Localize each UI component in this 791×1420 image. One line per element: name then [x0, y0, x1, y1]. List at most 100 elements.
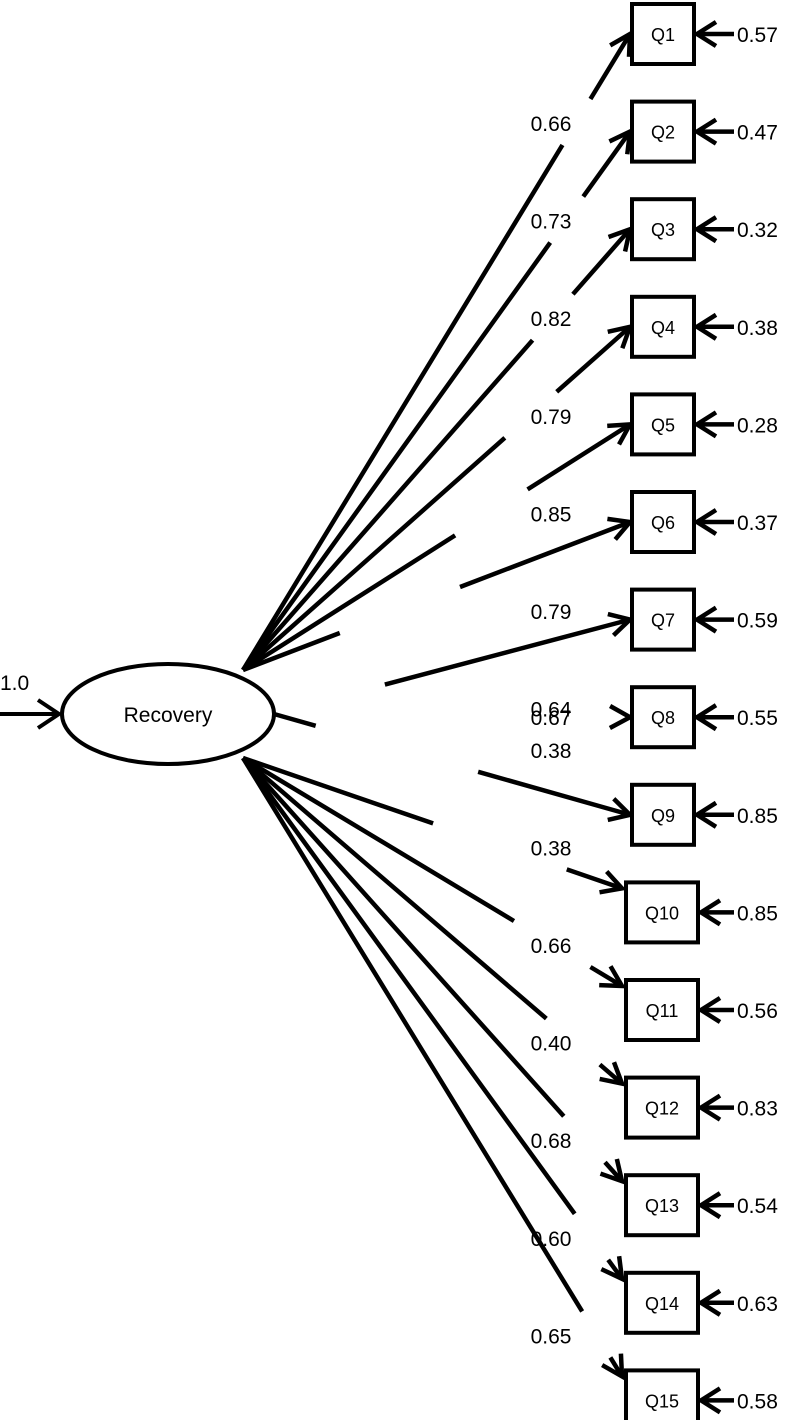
loading-label-q3: 0.82 — [531, 308, 572, 331]
error-arrowhead-q4 — [692, 312, 718, 341]
item-label-q9: Q9 — [651, 806, 675, 826]
error-arrowhead-q3 — [692, 215, 718, 244]
error-label-q15: 0.58 — [737, 1390, 778, 1413]
loading-path-q12-seg2 — [598, 1062, 622, 1085]
error-label-q8: 0.55 — [737, 707, 778, 730]
latent-factor: Recovery — [60, 662, 276, 766]
item-box-q2 — [630, 99, 696, 164]
loading-path-q12-seg1 — [241, 756, 548, 1021]
error-arrowhead-q10 — [696, 898, 722, 927]
loading-path-q13-seg1 — [241, 756, 566, 1118]
item-box-q5 — [630, 392, 696, 457]
item-label-q15: Q15 — [645, 1391, 679, 1411]
loading-arrowhead-q10 — [599, 869, 627, 895]
item-label-q4: Q4 — [651, 318, 675, 338]
error-arrowhead-q7 — [692, 605, 718, 634]
variance-label: 1.0 — [0, 672, 29, 695]
loading-path-q2-seg1 — [241, 241, 553, 672]
loading-path-q1-seg1 — [241, 143, 565, 672]
item-box-q1 — [630, 2, 696, 66]
loading-path-q1-seg2 — [588, 34, 631, 101]
loading-path-q4-seg2 — [555, 326, 630, 394]
error-arrowhead-q14 — [696, 1288, 722, 1317]
error-arrowhead-q5 — [692, 410, 718, 439]
latent-label: Recovery — [124, 704, 213, 727]
loading-path-q5-seg1 — [241, 533, 457, 672]
loading-label-q6: 0.79 — [531, 601, 572, 624]
error-arrowhead-q9 — [692, 800, 718, 829]
loading-label-q4: 0.79 — [531, 406, 572, 429]
loading-arrowhead-q13 — [599, 1158, 626, 1185]
item-label-q14: Q14 — [645, 1294, 679, 1314]
loading-arrowhead-q11 — [599, 965, 627, 989]
error-label-q10: 0.85 — [737, 902, 778, 925]
loading-label-q14: 0.60 — [531, 1228, 572, 1251]
loading-path-q3-seg1 — [241, 338, 535, 672]
error-label-q1: 0.57 — [737, 24, 778, 47]
error-arrowhead-q2 — [692, 117, 718, 146]
loading-path-q15-seg2 — [608, 1356, 623, 1376]
error-arrowhead-q13 — [696, 1191, 722, 1220]
item-label-q13: Q13 — [645, 1196, 679, 1216]
error-arrowhead-q1 — [692, 20, 718, 48]
loading-path-q3-seg2 — [571, 229, 631, 296]
error-label-q4: 0.38 — [737, 317, 778, 340]
item-label-q11: Q11 — [646, 1001, 679, 1021]
loading-path-q14-seg1 — [241, 756, 577, 1216]
item-box-q11 — [624, 978, 700, 1042]
error-label-q12: 0.83 — [737, 1098, 778, 1121]
loading-label-q9: 0.38 — [531, 740, 572, 763]
loading-label-q8: 0.67 — [531, 707, 572, 730]
loading-label-q15: 0.65 — [531, 1325, 572, 1348]
loading-path-q7-seg2 — [384, 617, 629, 687]
error-arrowhead-q8 — [692, 703, 718, 732]
item-label-q8: Q8 — [651, 708, 675, 728]
error-arrows: 0.570.470.320.380.280.370.590.550.850.85… — [692, 20, 778, 1415]
error-label-q2: 0.47 — [737, 122, 778, 145]
loading-path-q4-seg1 — [241, 436, 507, 672]
item-box-q10 — [624, 880, 700, 945]
loading-label-q1: 0.66 — [531, 113, 572, 136]
loading-path-q13-seg2 — [603, 1160, 623, 1182]
loading-path-q6-seg1 — [242, 630, 341, 673]
loading-arrowhead-q12 — [599, 1061, 626, 1087]
loading-label-q5: 0.85 — [531, 503, 572, 526]
loading-path-q11-seg2 — [589, 965, 622, 987]
error-label-q7: 0.59 — [737, 610, 778, 633]
loading-path-q10-seg2 — [566, 867, 621, 890]
loading-label-q2: 0.73 — [531, 211, 572, 234]
loading-arrowhead-q15 — [601, 1353, 625, 1381]
loading-path-q2-seg2 — [581, 131, 631, 198]
error-label-q11: 0.56 — [737, 1000, 778, 1023]
error-arrowhead-q15 — [696, 1386, 722, 1415]
item-box-q15 — [624, 1368, 700, 1420]
error-label-q6: 0.37 — [737, 512, 778, 535]
item-label-q2: Q2 — [651, 123, 675, 143]
loading-label-q10: 0.38 — [531, 837, 572, 860]
item-box-q9 — [630, 782, 696, 847]
loading-path-q9-seg1 — [273, 711, 317, 728]
item-label-q1: Q1 — [651, 25, 675, 45]
loading-label-q12: 0.40 — [531, 1033, 572, 1056]
loading-arrowhead-q8 — [608, 704, 635, 731]
item-label-q7: Q7 — [651, 611, 675, 631]
item-label-q5: Q5 — [651, 415, 675, 435]
item-label-q10: Q10 — [645, 903, 679, 923]
loading-path-q9-seg2 — [477, 769, 629, 817]
loading-path-q10-seg1 — [242, 755, 434, 826]
loading-label-q13: 0.68 — [531, 1130, 572, 1153]
item-label-q6: Q6 — [651, 513, 675, 533]
item-label-q12: Q12 — [645, 1099, 679, 1119]
variance-arrow-head — [36, 698, 63, 730]
error-label-q5: 0.28 — [737, 414, 778, 437]
loading-arrowhead-q14 — [600, 1255, 625, 1283]
error-label-q14: 0.63 — [737, 1293, 778, 1316]
error-label-q3: 0.32 — [737, 219, 778, 242]
loading-path-q11-seg1 — [241, 756, 516, 923]
error-arrowhead-q11 — [696, 996, 722, 1024]
error-label-q13: 0.54 — [737, 1195, 778, 1218]
loading-path-q14-seg2 — [606, 1258, 623, 1279]
item-box-q7 — [630, 587, 696, 652]
